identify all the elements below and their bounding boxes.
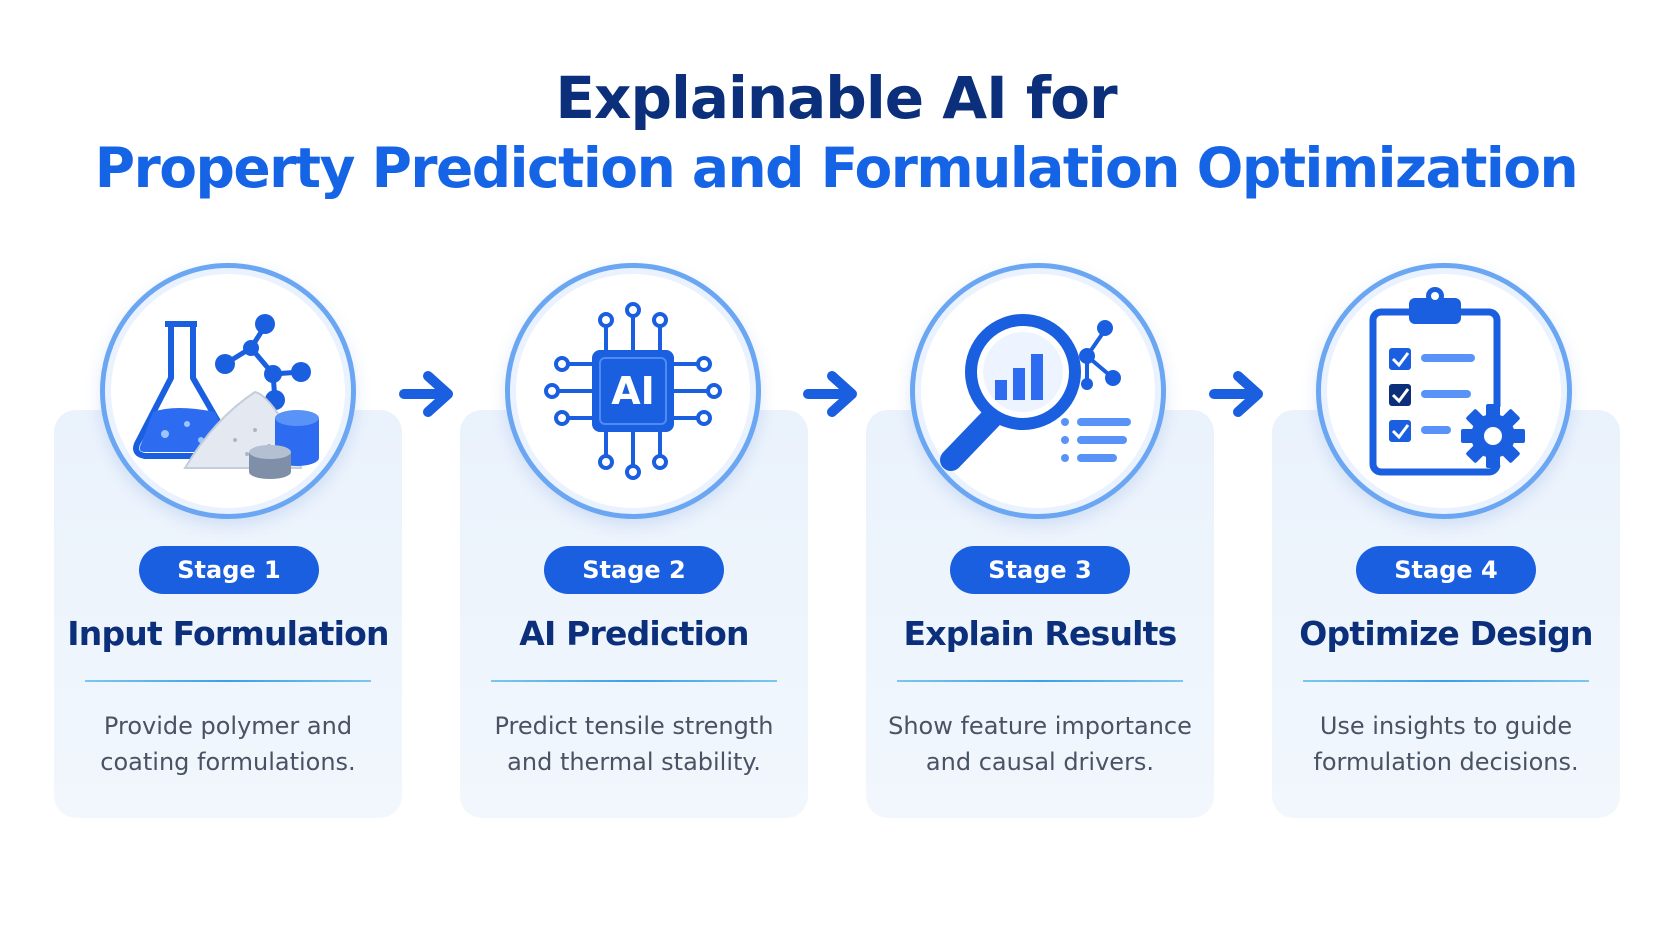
page-title: Explainable AI for [555, 64, 1117, 132]
stage-badge-4: Stage 4 [1356, 546, 1536, 594]
ai-chip-label: AI [611, 369, 655, 413]
magnifier-chart-icon [940, 314, 1131, 471]
stage-badge-3: Stage 3 [950, 546, 1130, 594]
stage-divider-2 [491, 680, 777, 682]
stage-title-4: Optimize Design [1299, 614, 1593, 653]
flask-molecule-icon [133, 314, 319, 479]
stage-divider-4 [1303, 680, 1589, 682]
stage-badge-1: Stage 1 [139, 546, 319, 594]
arrow-right-icon [399, 371, 453, 417]
page-subtitle: Property Prediction and Formulation Opti… [94, 136, 1579, 200]
arrow-right-icon [803, 371, 857, 417]
stage-title-3: Explain Results [903, 614, 1178, 653]
stage-2-icon-ring: AI [505, 263, 761, 519]
stage-title-1: Input Formulation [67, 614, 389, 653]
ai-chip-icon: AI [544, 302, 722, 480]
clipboard-gear-icon [1369, 287, 1525, 476]
stage-badge-2: Stage 2 [544, 546, 724, 594]
stage-3-icon-ring [910, 263, 1166, 519]
stage-divider-3 [897, 680, 1183, 682]
stage-1-icon-ring [100, 263, 356, 519]
stage-4-icon-ring [1316, 263, 1572, 519]
stage-divider-1 [85, 680, 371, 682]
arrow-right-icon [1209, 371, 1263, 417]
stage-title-2: AI Prediction [519, 614, 749, 653]
